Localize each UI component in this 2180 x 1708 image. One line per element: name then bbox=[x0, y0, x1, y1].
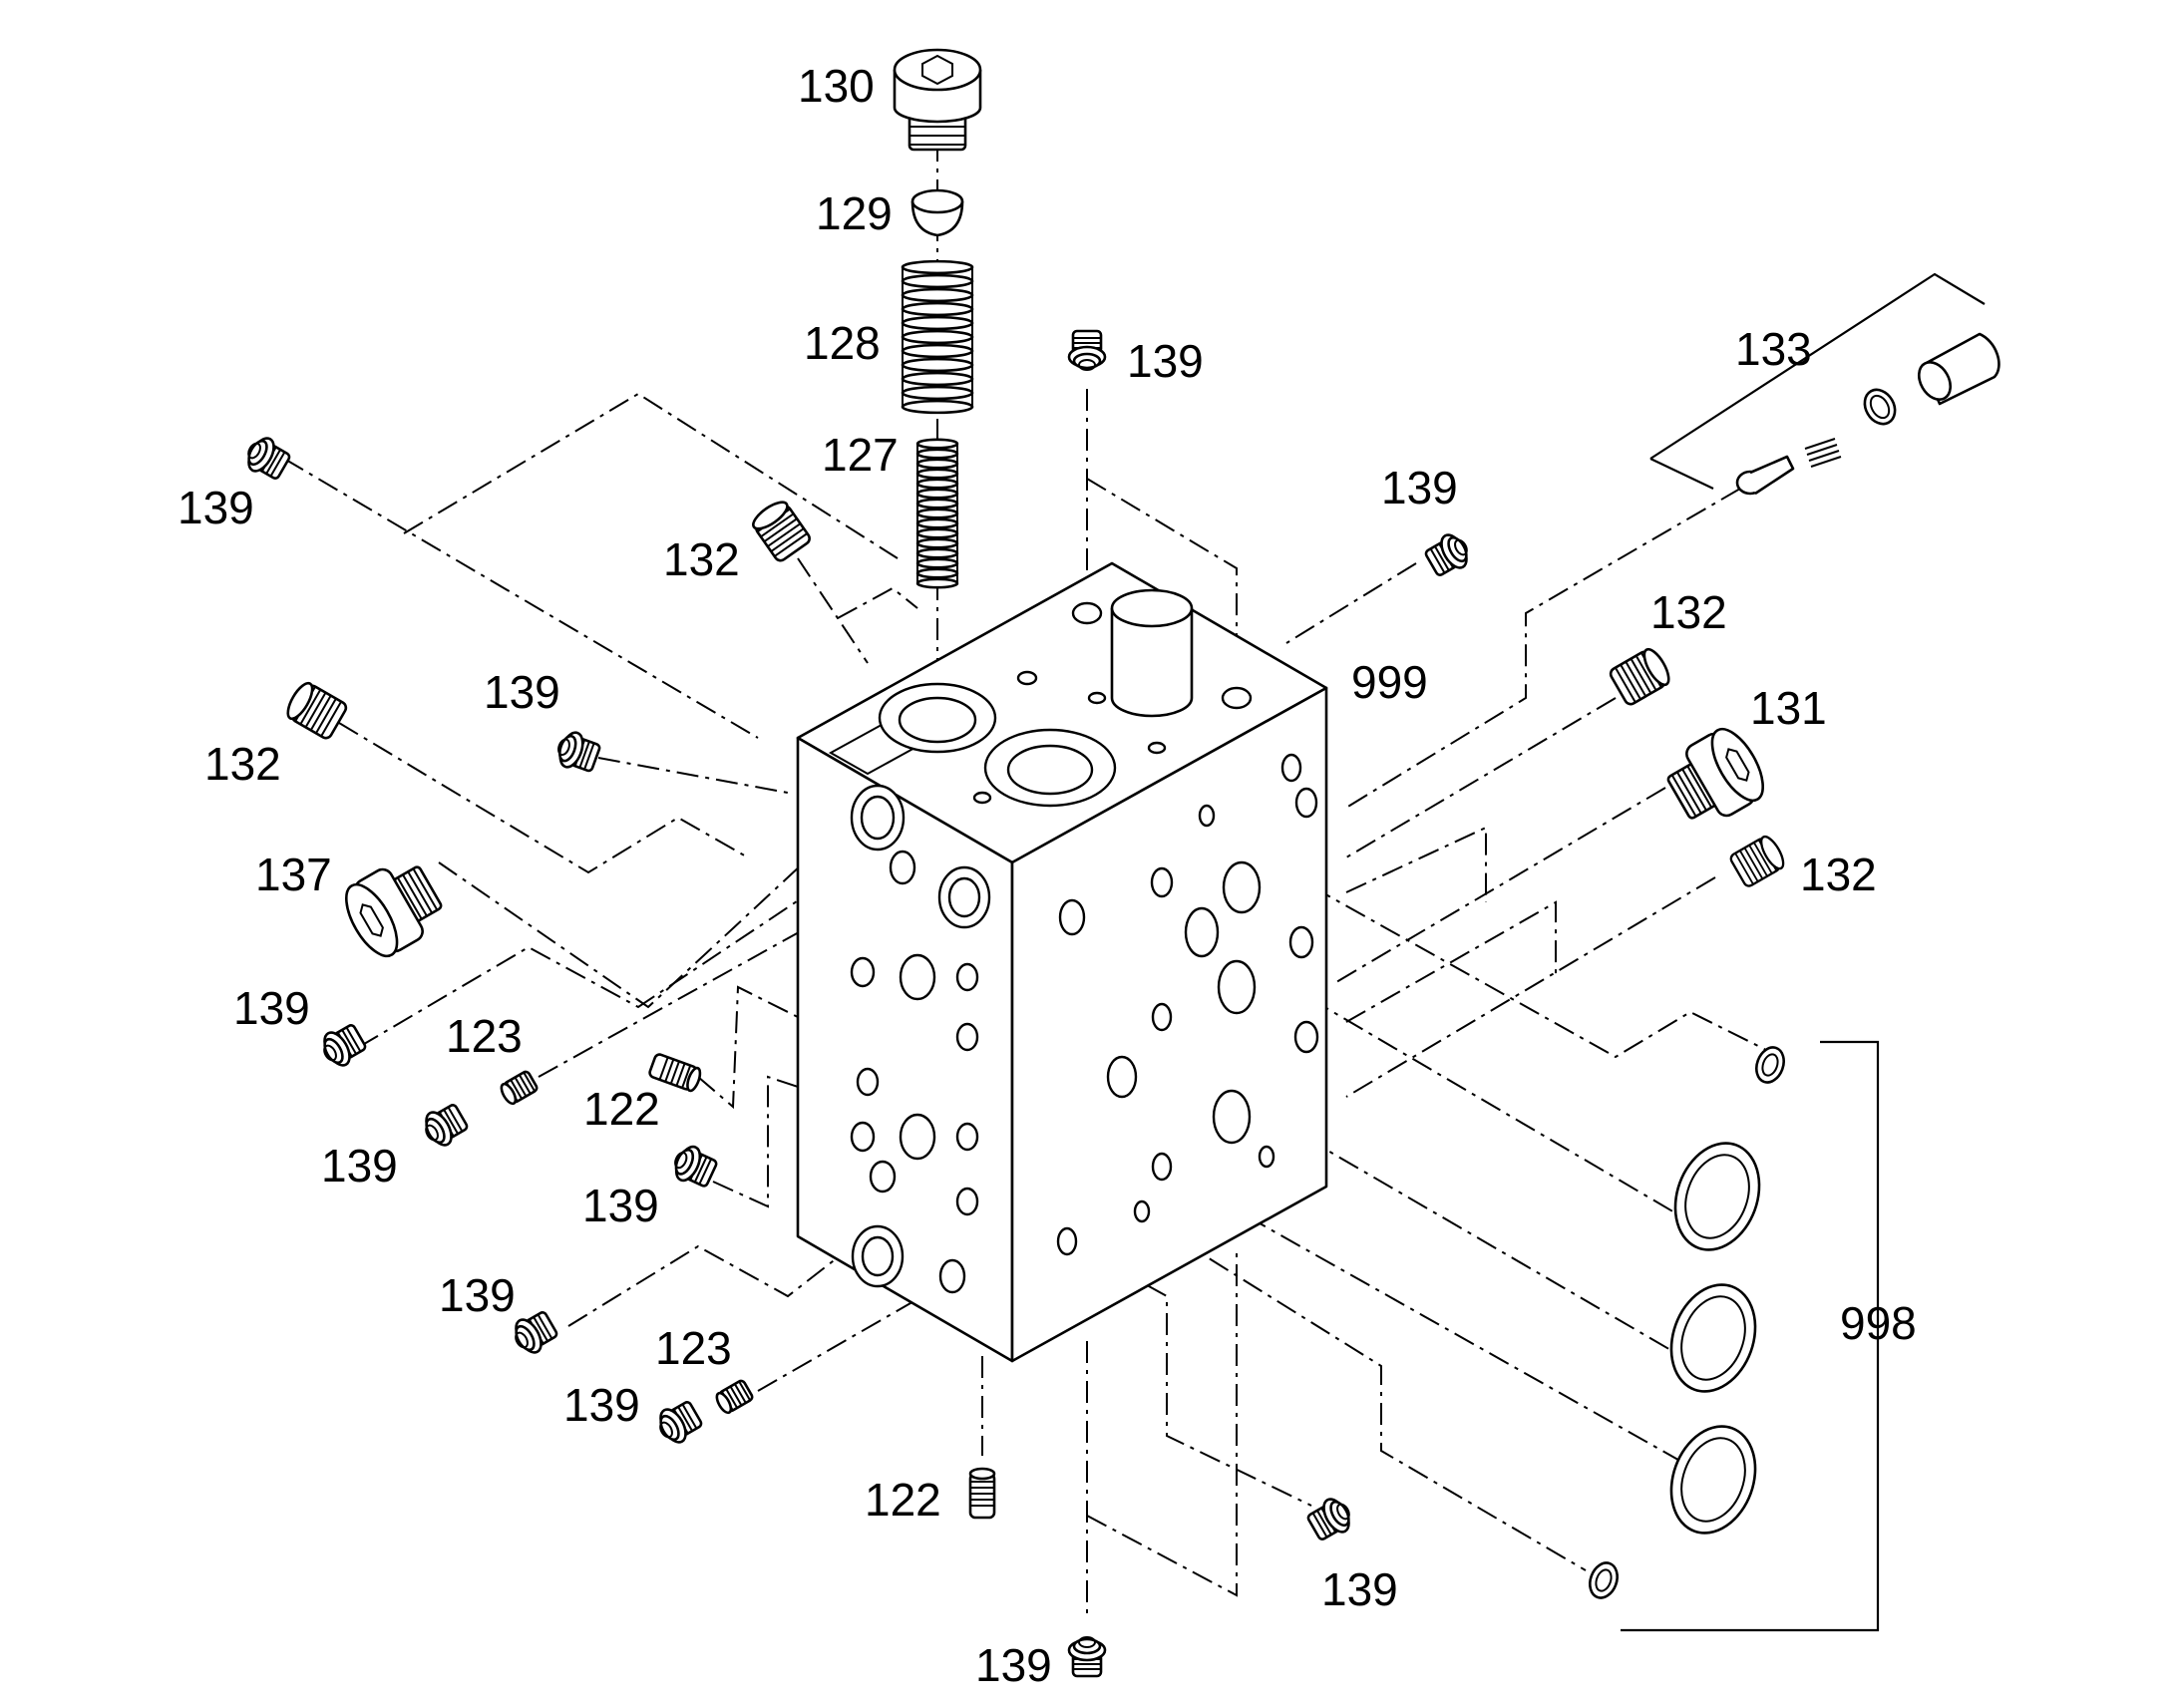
label-139-a: 139 bbox=[233, 982, 310, 1034]
socket-head-plug-icon bbox=[893, 48, 982, 152]
threaded-plug-icon bbox=[968, 1467, 996, 1520]
label-132-left: 132 bbox=[204, 738, 281, 790]
label-122-a: 122 bbox=[583, 1083, 660, 1135]
label-133: 133 bbox=[1735, 323, 1812, 375]
plug-screw-icon bbox=[425, 1104, 469, 1147]
label-998: 998 bbox=[1840, 1297, 1917, 1349]
label-139-e: 139 bbox=[563, 1379, 640, 1431]
label-139-mid: 139 bbox=[484, 666, 560, 718]
socket-head-plug-icon bbox=[345, 865, 443, 958]
label-139-b: 139 bbox=[321, 1140, 398, 1192]
plug-screw-icon bbox=[674, 1145, 718, 1188]
small-parts bbox=[247, 329, 1785, 1678]
label-139-c: 139 bbox=[582, 1180, 659, 1231]
label-122-b: 122 bbox=[865, 1474, 941, 1526]
plug-screw-icon bbox=[1067, 1636, 1107, 1678]
threaded-plug-icon bbox=[1609, 647, 1670, 706]
threaded-plug-icon bbox=[648, 1053, 702, 1093]
threaded-plug-icon bbox=[500, 1070, 539, 1106]
threaded-plug-icon bbox=[1729, 835, 1785, 887]
inner-spring-icon bbox=[915, 438, 959, 589]
threaded-plug-icon bbox=[715, 1379, 754, 1415]
relief-valve-assembly-icon bbox=[1735, 332, 2000, 496]
label-128: 128 bbox=[804, 317, 881, 369]
plug-screw-icon bbox=[1067, 329, 1107, 371]
label-131: 131 bbox=[1750, 682, 1827, 734]
plug-screw-icon bbox=[323, 1024, 367, 1067]
plug-screw-icon bbox=[515, 1311, 558, 1354]
label-139-bottom: 139 bbox=[975, 1639, 1052, 1691]
plug-screw-icon bbox=[247, 437, 291, 480]
label-999: 999 bbox=[1351, 656, 1428, 708]
label-130: 130 bbox=[798, 60, 875, 112]
plug-screw-icon bbox=[659, 1401, 703, 1444]
threaded-plug-icon bbox=[752, 501, 811, 562]
label-139-d: 139 bbox=[439, 1269, 516, 1321]
label-139-bottom-right: 139 bbox=[1321, 1563, 1398, 1615]
o-ring-icon bbox=[1589, 1046, 1785, 1599]
leader-lines bbox=[283, 140, 1771, 1620]
spring-cap-icon bbox=[910, 188, 964, 237]
label-139-left: 139 bbox=[178, 482, 254, 533]
label-123-a: 123 bbox=[446, 1010, 523, 1062]
label-137: 137 bbox=[255, 849, 332, 900]
outer-spring-icon bbox=[901, 259, 974, 415]
plug-screw-icon bbox=[1424, 533, 1468, 576]
plug-screw-icon bbox=[557, 731, 601, 773]
label-132-right: 132 bbox=[1650, 586, 1727, 638]
threaded-plug-icon bbox=[286, 681, 348, 740]
bracket-lines bbox=[1621, 272, 1986, 1632]
label-139-top: 139 bbox=[1127, 335, 1204, 387]
label-132-upper: 132 bbox=[663, 533, 740, 585]
valve-block-icon bbox=[796, 561, 1328, 1363]
label-132-lower-right: 132 bbox=[1800, 849, 1877, 900]
plug-screw-icon bbox=[1306, 1498, 1350, 1540]
label-127: 127 bbox=[822, 429, 899, 481]
label-139-right: 139 bbox=[1381, 462, 1458, 513]
part-labels: 130 129 128 127 139 133 139 132 139 132 … bbox=[178, 60, 1917, 1691]
label-129: 129 bbox=[816, 187, 893, 239]
socket-head-plug-icon bbox=[1666, 727, 1764, 820]
label-123-b: 123 bbox=[655, 1322, 732, 1374]
